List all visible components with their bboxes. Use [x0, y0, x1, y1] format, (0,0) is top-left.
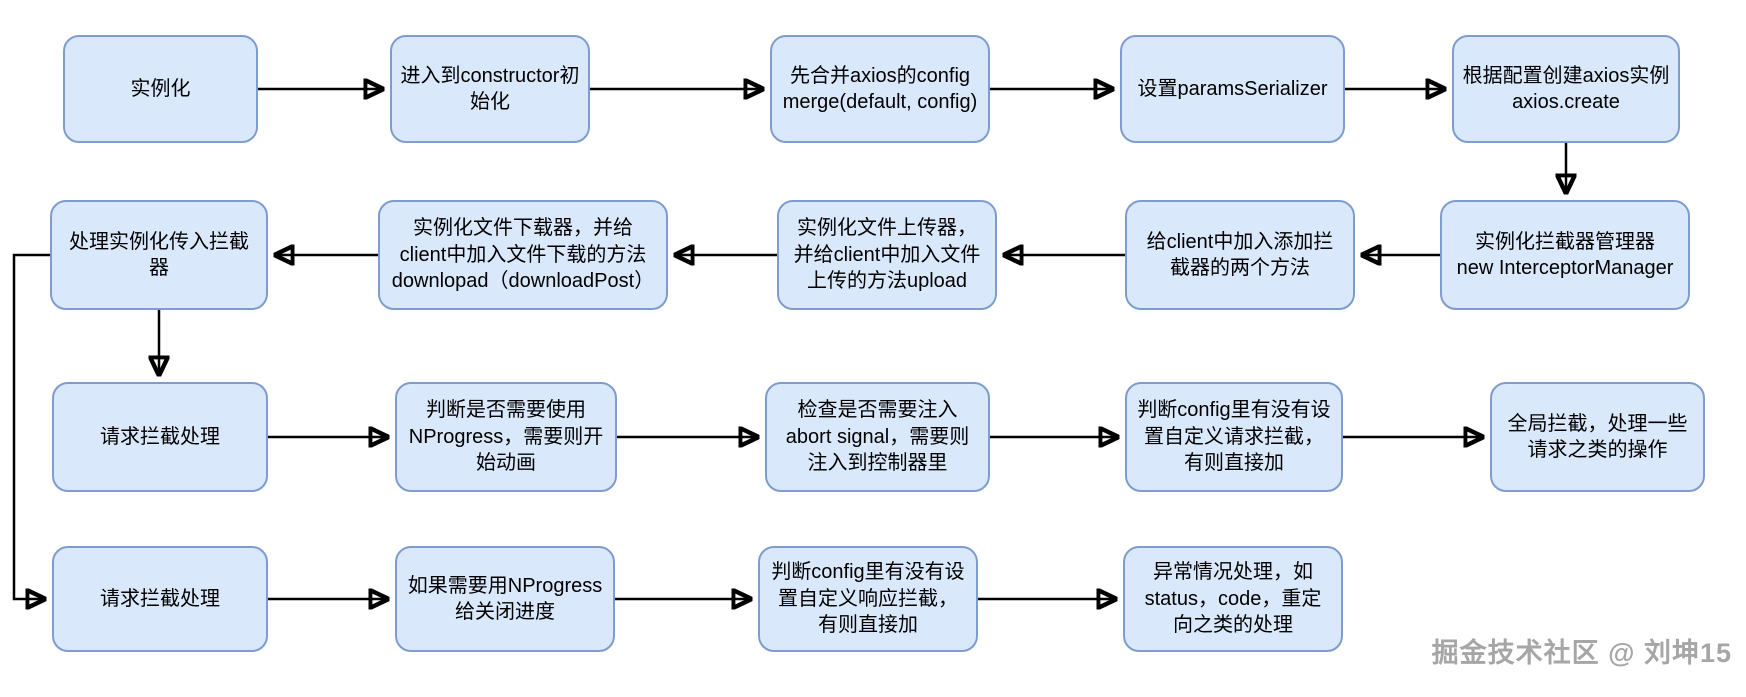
node-abort-signal-check: 检查是否需要注入 abort signal，需要则 注入到控制器里 — [765, 382, 990, 492]
node-new-interceptor-manager: 实例化拦截器管理器 new InterceptorManager — [1440, 200, 1690, 310]
arrow-elbow — [12, 253, 50, 599]
node-custom-response-intercept-check: 判断config里有没有设 置自定义响应拦截， 有则直接加 — [758, 546, 978, 652]
node-set-params-serializer: 设置paramsSerializer — [1120, 35, 1345, 143]
node-merge-config: 先合并axios的config merge(default, config) — [770, 35, 990, 143]
node-file-downloader: 实例化文件下载器，并给 client中加入文件下载的方法 downlopad（d… — [378, 200, 668, 310]
node-request-intercept-2: 请求拦截处理 — [52, 546, 268, 652]
node-add-interceptor-methods: 给client中加入添加拦 截器的两个方法 — [1125, 200, 1355, 310]
node-file-uploader: 实例化文件上传器， 并给client中加入文件 上传的方法upload — [777, 200, 997, 310]
watermark-text: 掘金技术社区 @ 刘坤15 — [1431, 638, 1732, 668]
node-custom-request-intercept-check: 判断config里有没有设 置自定义请求拦截， 有则直接加 — [1125, 382, 1343, 492]
node-nprogress-start: 判断是否需要使用 NProgress，需要则开 始动画 — [395, 382, 617, 492]
node-handle-instance-interceptors: 处理实例化传入拦截 器 — [50, 200, 268, 310]
node-global-intercept: 全局拦截，处理一些 请求之类的操作 — [1490, 382, 1705, 492]
node-request-intercept: 请求拦截处理 — [52, 382, 268, 492]
node-instantiate: 实例化 — [63, 35, 258, 143]
node-create-axios-instance: 根据配置创建axios实例 axios.create — [1452, 35, 1680, 143]
node-exception-handling: 异常情况处理，如 status，code，重定 向之类的处理 — [1123, 546, 1343, 652]
node-nprogress-close: 如果需要用NProgress 给关闭进度 — [395, 546, 615, 652]
node-enter-constructor: 进入到constructor初 始化 — [390, 35, 590, 143]
